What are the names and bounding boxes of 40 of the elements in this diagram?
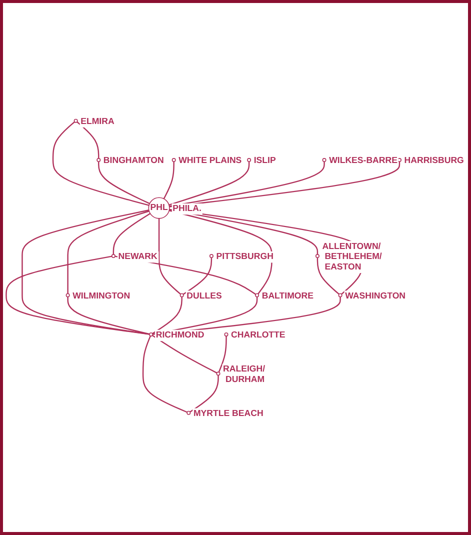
city-name: BALTIMORE <box>262 290 314 300</box>
connector <box>163 161 174 199</box>
city-name: DULLES <box>186 290 222 300</box>
city-name: RALEIGH/ DURHAM <box>223 363 266 384</box>
connector <box>6 255 150 334</box>
connector <box>152 296 182 334</box>
city-name: MYRTLE BEACH <box>193 408 264 418</box>
connector <box>67 296 150 334</box>
connector <box>98 161 150 204</box>
city-name: CHARLOTTE <box>231 329 286 340</box>
connector <box>169 161 325 206</box>
city-name: ISLIP <box>254 154 276 165</box>
city-name: RICHMOND <box>156 329 204 340</box>
connector <box>76 121 100 158</box>
connector <box>168 161 250 206</box>
city-name: PHILA. <box>172 202 202 213</box>
connector <box>142 335 188 412</box>
city-name: WASHINGTON <box>345 290 406 300</box>
connector <box>52 121 150 206</box>
city-name: NEWARK <box>118 250 158 261</box>
connector <box>218 336 227 372</box>
city-name: WHITE PLAINS <box>178 154 242 165</box>
city-name: ALLENTOWN/ BETHLEHEM/ EASTON <box>322 240 382 272</box>
connector <box>190 374 219 412</box>
connector <box>112 212 151 254</box>
connector <box>168 210 272 294</box>
connector <box>67 210 150 294</box>
connector <box>169 161 400 208</box>
connector <box>152 334 218 374</box>
connector <box>158 218 182 294</box>
connector <box>316 257 340 294</box>
city-name: WILKES-BARRE <box>329 154 398 165</box>
city-name: PITTSBURGH <box>216 250 274 261</box>
city-name: WILMINGTON <box>72 290 130 300</box>
city-name: HARRISBURG <box>404 154 464 165</box>
airport-circle: PHL <box>148 196 170 218</box>
connector <box>22 209 150 334</box>
connector <box>182 257 212 294</box>
city-name: BINGHAMTON <box>103 154 164 165</box>
city-name: ELMIRA <box>80 116 114 126</box>
